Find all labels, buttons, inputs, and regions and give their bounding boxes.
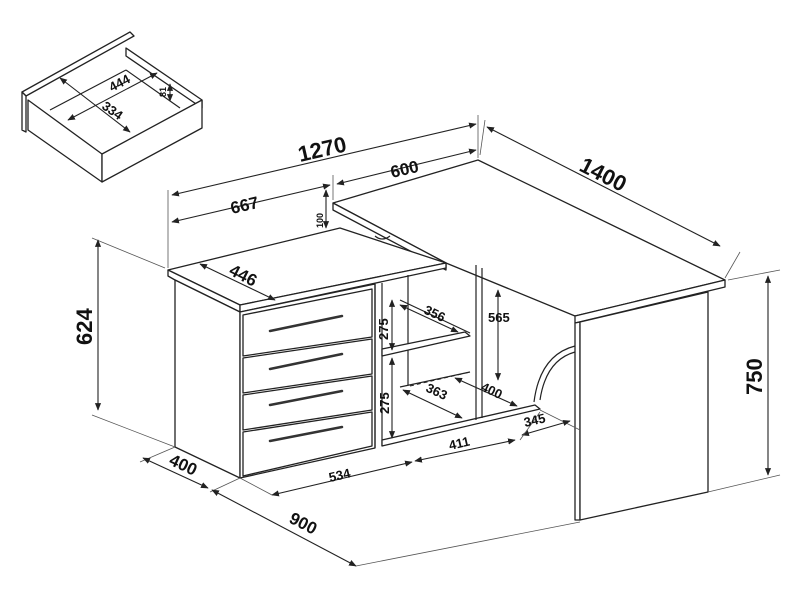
dimension-lines [91, 115, 781, 567]
inner-depth-label: 363 [424, 380, 450, 403]
length-bottom-label: 900 [286, 509, 320, 539]
desk-length-label: 1400 [576, 152, 631, 196]
drawer-illustration [21, 31, 203, 183]
knee-height-label: 565 [488, 310, 510, 325]
shelf-depth-label: 356 [422, 302, 448, 325]
desk-height-label: 750 [742, 358, 767, 395]
leg-gap-label: 345 [522, 410, 547, 429]
base-inner-label: 411 [447, 434, 471, 453]
cabinet-height-label: 624 [72, 308, 97, 345]
cabinet-width-label: 667 [229, 193, 261, 218]
drawer-height-label: 81 [158, 87, 168, 97]
offset-label: 100 [315, 213, 325, 228]
lower-shelf-height-label: 275 [377, 392, 392, 414]
desk-body [167, 159, 726, 521]
base-front-label: 534 [327, 465, 352, 485]
drawer-width-label: 444 [106, 71, 133, 95]
total-width-label: 1270 [296, 132, 349, 167]
upper-shelf-height-label: 275 [376, 318, 391, 340]
